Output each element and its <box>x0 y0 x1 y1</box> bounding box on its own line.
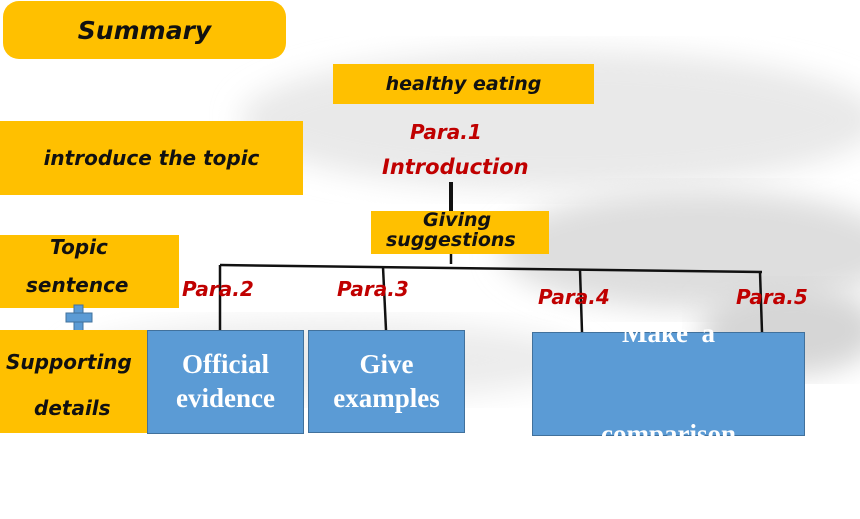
suggestions-line1: Giving <box>423 209 492 231</box>
topic-sentence-line2: sentence <box>26 273 129 297</box>
topic-box: healthy eating <box>333 64 594 104</box>
summary-banner: Summary <box>3 1 286 59</box>
make-comparison-box: Make a comparison <box>532 318 805 449</box>
para1-number: Para.1 <box>410 120 482 144</box>
introduce-topic-label: introduce the topic <box>43 146 260 170</box>
suggestions-box: Giving suggestions <box>371 209 549 254</box>
supporting-details-box: Supporting details <box>0 330 150 433</box>
suggestions-line2: suggestions <box>386 229 516 251</box>
para3-label: Para.3 <box>337 277 409 301</box>
connector-lines <box>218 182 764 333</box>
topic-sentence-box: Topic sentence <box>0 235 179 308</box>
para5-label: Para.5 <box>736 285 808 309</box>
supporting-details-line1: Supporting <box>6 350 132 374</box>
supporting-details-line2: details <box>34 396 111 420</box>
make-comparison-line1: Make a <box>622 317 715 348</box>
para1-name: Introduction <box>382 155 529 179</box>
official-evidence-line2: evidence <box>176 383 275 413</box>
make-comparison-line2: comparison <box>601 418 736 449</box>
official-evidence-box: Official evidence <box>147 330 304 434</box>
give-examples-line2: examples <box>333 382 440 413</box>
give-examples-box: Give examples <box>308 330 465 433</box>
para2-label: Para.2 <box>182 277 254 301</box>
introduce-topic-box: introduce the topic <box>0 121 303 195</box>
give-examples-line1: Give <box>359 348 414 379</box>
summary-label: Summary <box>77 15 212 45</box>
para4-label: Para.4 <box>538 285 610 309</box>
topic-box-label: healthy eating <box>385 73 542 95</box>
topic-sentence-line1: Topic <box>50 235 108 259</box>
official-evidence-line1: Official <box>182 349 269 380</box>
